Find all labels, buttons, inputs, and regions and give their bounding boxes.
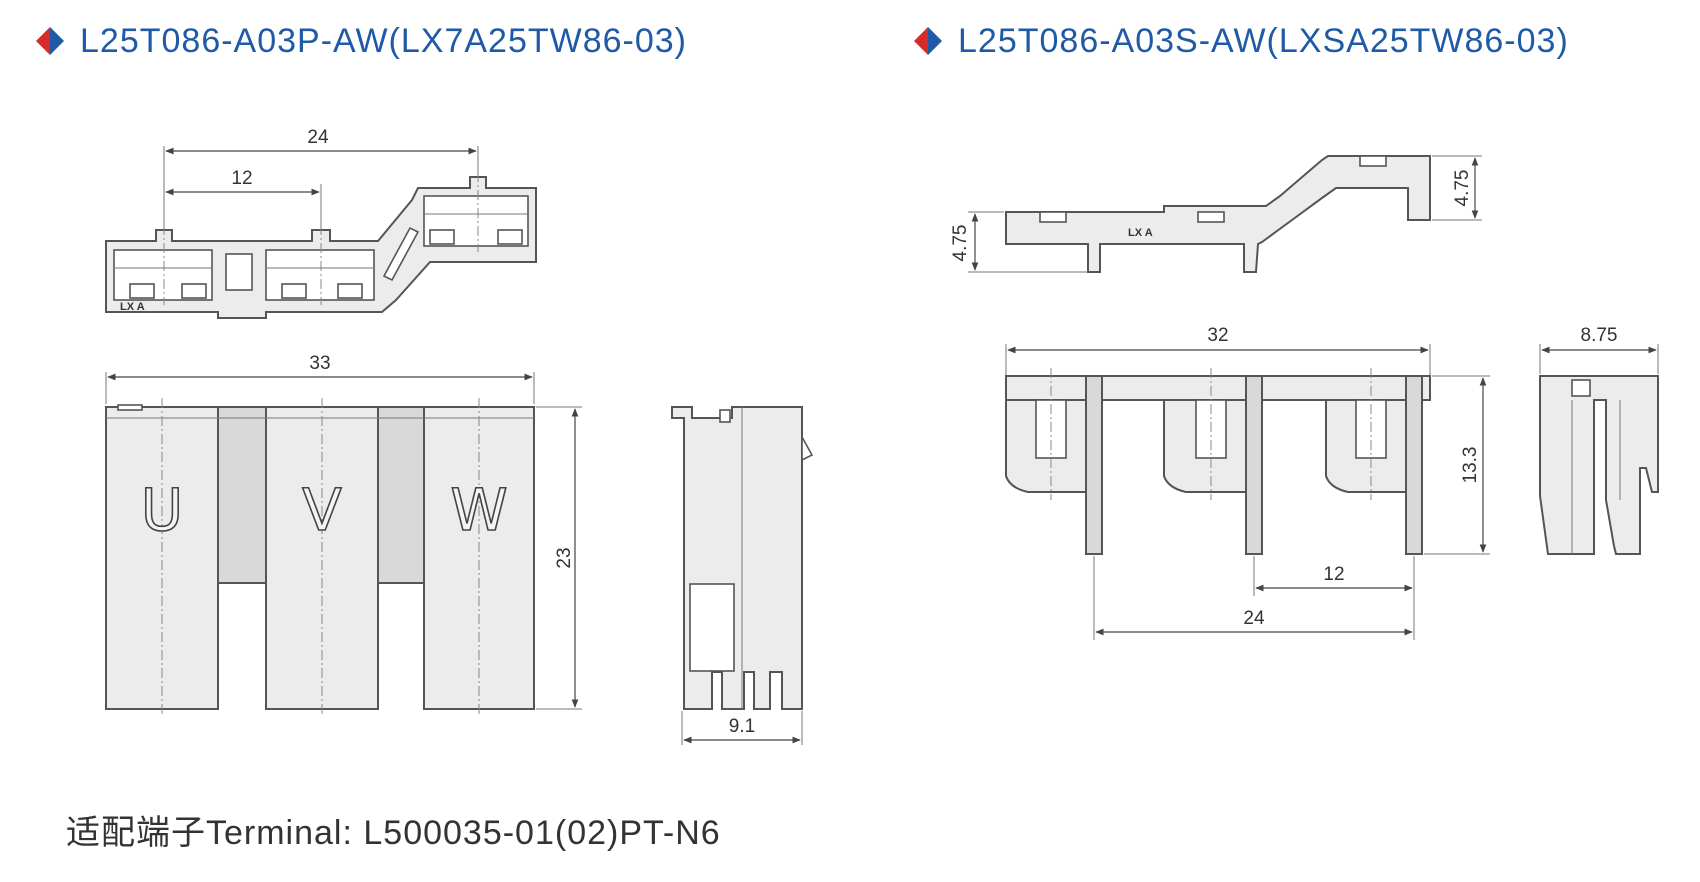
left-top-dim-12: 12 [231,168,252,189]
left-front-view: 33 U V W 23 [105,353,582,716]
right-top-view: LX A 4.75 4.75 [950,155,1482,273]
right-front-view: 32 13.3 12 24 [1005,325,1490,640]
left-part-title: L25T086-A03P-AW(LX7A25TW86-03) [36,18,687,64]
terminal-note: 适配端子Terminal: L500035-01(02)PT-N6 [66,814,721,852]
right-part-title-text: L25T086-A03S-AW(LXSA25TW86-03) [958,21,1569,60]
left-top-dim-24: 24 [307,127,329,148]
right-top-dim-right-4-75: 4.75 [1452,170,1473,207]
right-front-dim-32: 32 [1207,325,1228,346]
right-top-dim-left-4-75: 4.75 [950,225,971,262]
diamond-bullet-icon [36,27,64,55]
right-front-dim-13-3: 13.3 [1460,447,1481,484]
right-top-mark: LX A [1128,227,1153,239]
phase-letter-u: U [141,476,183,544]
right-part-title: L25T086-A03S-AW(LXSA25TW86-03) [914,18,1569,64]
right-side-view: 8.75 [1539,325,1659,555]
left-side-dim-9-1: 9.1 [729,716,755,737]
right-front-dim-24: 24 [1243,608,1265,629]
right-front-dim-12: 12 [1323,564,1344,585]
left-part-title-text: L25T086-A03P-AW(LX7A25TW86-03) [80,21,688,60]
diamond-bullet-icon [914,27,942,55]
right-side-dim-8-75: 8.75 [1581,325,1618,346]
left-side-view: 9.1 [671,406,814,745]
left-front-dim-23: 23 [554,547,575,568]
left-top-view: LX A 24 12 [105,127,537,319]
left-front-dim-33: 33 [309,353,330,374]
phase-letter-w: W [450,476,507,544]
left-top-mark: LX A [120,301,145,313]
phase-letter-v: V [302,476,342,544]
